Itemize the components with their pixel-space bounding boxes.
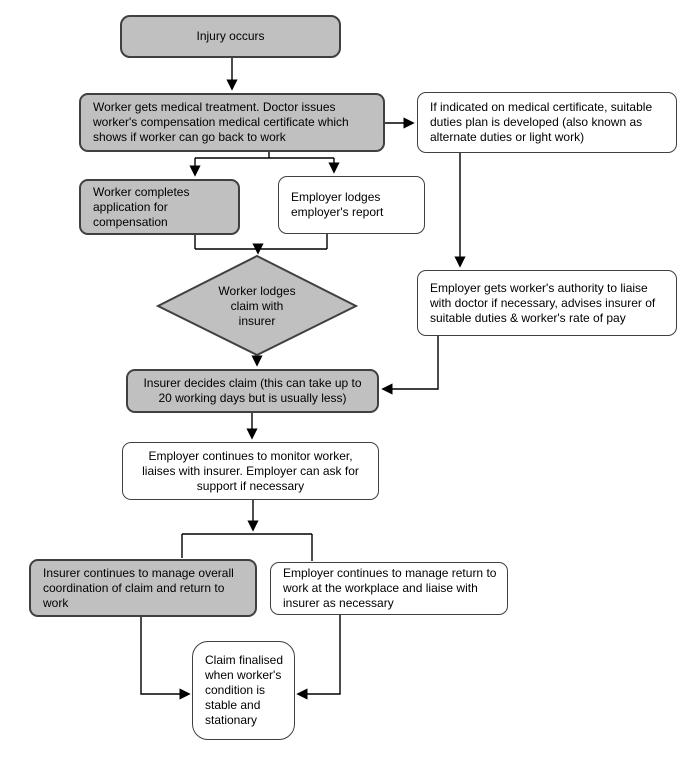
node-employer-report-label: Employer lodges employer's report (291, 190, 384, 219)
arrow-coordination-to-finalised (140, 617, 191, 700)
node-insurer-coordination-label: Insurer continues to manage overall coor… (43, 565, 234, 610)
node-employer-return-to-work: Employer continues to manage return to w… (270, 562, 508, 615)
node-medical-treatment-label: Worker gets medical treatment. Doctor is… (93, 100, 349, 144)
node-employer-monitors: Employer continues to monitor worker, li… (122, 442, 379, 500)
decision-diamond-shape (155, 254, 359, 357)
line-merge-to-decision (194, 233, 328, 250)
arrow-authority-to-decide-claim (381, 336, 439, 395)
node-suitable-duties-plan-label: If indicated on medical certificate, sui… (430, 100, 653, 144)
node-injury-occurs-label: Injury occurs (196, 29, 265, 43)
node-employer-authority-label: Employer gets worker's authority to liai… (430, 280, 656, 325)
node-claim-finalised-label: Claim finalised when worker's condition … (205, 653, 284, 727)
node-employer-return-to-work-label: Employer continues to manage return to w… (283, 566, 497, 610)
node-employer-report: Employer lodges employer's report (278, 176, 425, 234)
decision-worker-lodges-claim-label: Worker lodges claim with insurer (218, 283, 296, 328)
node-suitable-duties-plan: If indicated on medical certificate, sui… (417, 92, 677, 153)
node-employer-authority: Employer gets worker's authority to liai… (417, 270, 677, 336)
node-injury-occurs: Injury occurs (120, 15, 341, 58)
node-medical-treatment: Worker gets medical treatment. Doctor is… (79, 93, 385, 152)
node-worker-application-label: Worker completes application for compens… (93, 184, 190, 229)
node-insurer-decides-claim-label: Insurer decides claim (this can take up … (143, 376, 362, 405)
node-worker-application: Worker completes application for compens… (79, 179, 240, 235)
arrow-return-to-work-to-finalised (296, 615, 341, 700)
node-employer-monitors-label: Employer continues to monitor worker, li… (142, 448, 359, 493)
node-claim-finalised: Claim finalised when worker's condition … (192, 641, 295, 740)
node-insurer-coordination: Insurer continues to manage overall coor… (29, 559, 257, 617)
line-medical-split (195, 151, 334, 159)
decision-worker-lodges-claim: Worker lodges claim with insurer (168, 261, 346, 351)
node-insurer-decides-claim: Insurer decides claim (this can take up … (126, 369, 379, 413)
line-split-to-final-boxes (181, 533, 313, 561)
